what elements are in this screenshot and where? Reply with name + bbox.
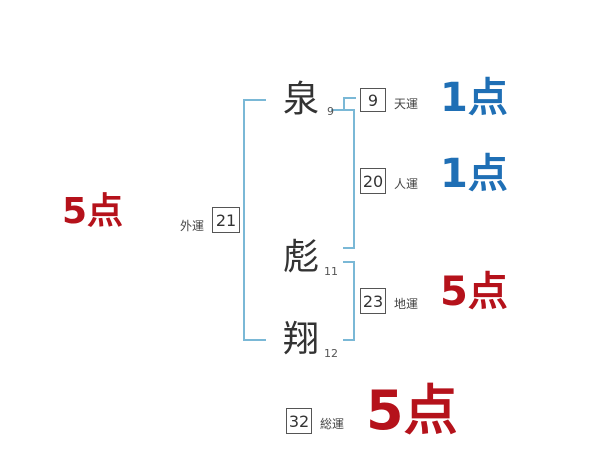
heaven-value-box: 9 — [360, 88, 386, 112]
name-char-2-strokes: 11 — [324, 265, 338, 278]
total-score: 5点 — [366, 379, 458, 442]
outer-value-box: 21 — [212, 207, 240, 233]
outer-label: 外運 — [180, 219, 205, 233]
name-char-3: 翔 — [283, 319, 320, 360]
name-char-1: 泉 — [283, 79, 320, 120]
person-bracket — [343, 109, 355, 249]
total-value-box: 32 — [286, 408, 312, 434]
heaven-bracket — [331, 97, 356, 111]
name-char-1-strokes: 9 — [327, 105, 334, 118]
earth-bracket — [343, 261, 355, 341]
outer-score: 5点 — [62, 191, 124, 232]
name-char-3-strokes: 12 — [324, 347, 338, 360]
total-label: 総運 — [320, 417, 345, 431]
name-char-2: 彪 — [283, 237, 320, 278]
person-score: 1点 — [440, 151, 508, 197]
outer-bracket — [243, 99, 266, 341]
earth-value-box: 23 — [360, 288, 386, 314]
heaven-label: 天運 — [394, 97, 419, 111]
heaven-score: 1点 — [440, 75, 508, 121]
earth-score: 5点 — [440, 269, 508, 315]
person-label: 人運 — [394, 177, 419, 191]
earth-label: 地運 — [394, 297, 419, 311]
person-value-box: 20 — [360, 168, 386, 194]
